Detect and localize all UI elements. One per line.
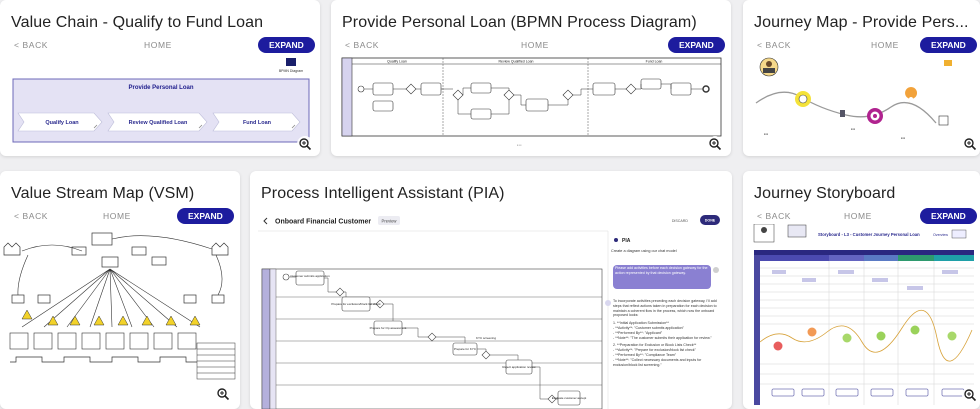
card-title: Journey Storyboard bbox=[754, 185, 896, 202]
zoom-icon[interactable] bbox=[962, 387, 978, 403]
expand-button[interactable]: EXPAND bbox=[177, 208, 234, 224]
bpmn-caption: BPMN Diagram bbox=[279, 69, 303, 73]
pia-discard-button: DISCARD bbox=[672, 219, 689, 223]
pia-task-label: KYC screening bbox=[476, 336, 496, 340]
card-title: Value Stream Map (VSM) bbox=[11, 185, 195, 202]
back-button[interactable]: < BACK bbox=[757, 211, 792, 221]
pia-panel-title: PIA bbox=[622, 238, 631, 244]
pia-reply-item: 2. **Preparation for Exclusion or Block … bbox=[613, 343, 697, 348]
pia-reply-item: - **Activity**: "Prepare for exclusion/b… bbox=[613, 348, 696, 353]
bpmn-thumbnail: Qualify Loan Review Qualified Loan Fund … bbox=[341, 57, 723, 154]
pia-reply-text: To incorporate activities preceding each… bbox=[613, 299, 717, 318]
pia-reply-item: - **Note**: "The customer submits their … bbox=[613, 335, 712, 340]
zoom-icon[interactable] bbox=[962, 136, 978, 152]
back-button[interactable]: < BACK bbox=[14, 40, 49, 50]
storyboard-overview-link: Overview bbox=[933, 233, 948, 237]
pia-task-label: Prepare for exclusion/block list check bbox=[331, 302, 381, 306]
pia-task-label: Prepare for KYC bbox=[454, 347, 477, 351]
value-chain-header: Provide Personal Loan bbox=[128, 85, 193, 91]
pia-reply-item: - **Performed By**: "Applicant" bbox=[613, 330, 663, 335]
home-button[interactable]: HOME bbox=[844, 211, 872, 221]
expand-button[interactable]: EXPAND bbox=[920, 37, 977, 53]
svg-text:■ ■: ■ ■ bbox=[901, 137, 905, 140]
svg-text:■ ■: ■ ■ bbox=[851, 128, 855, 131]
bpmn-diagram-icon bbox=[286, 58, 296, 66]
card-journey-map[interactable]: Journey Map - Provide Pers... < BACK HOM… bbox=[743, 0, 980, 156]
card-vsm[interactable]: Value Stream Map (VSM) < BACK HOME EXPAN… bbox=[0, 171, 240, 409]
pia-done-button: DONE bbox=[705, 219, 716, 223]
storyboard-title: Storyboard - L3 - Customer Journey Perso… bbox=[818, 232, 920, 237]
value-chain-step-1: Qualify Loan bbox=[45, 120, 79, 126]
svg-text:▪ ▪ ▪: ▪ ▪ ▪ bbox=[517, 143, 522, 147]
pia-thumbnail: Onboard Financial Customer Preview DISCA… bbox=[258, 209, 726, 409]
value-chain-step-3: Fund Loan bbox=[243, 120, 272, 126]
expand-button[interactable]: EXPAND bbox=[920, 208, 977, 224]
pia-task-label: Reject application review bbox=[502, 365, 536, 369]
svg-text:■ ■: ■ ■ bbox=[764, 133, 768, 136]
pia-reply-item: - **Note**: "Collect necessary documents… bbox=[613, 357, 702, 367]
card-bpmn[interactable]: Provide Personal Loan (BPMN Process Diag… bbox=[331, 0, 731, 156]
pia-user-message: Please add activities before each decisi… bbox=[615, 266, 708, 275]
back-button[interactable]: < BACK bbox=[14, 211, 49, 221]
pia-task-label: Prepare for Op assessment bbox=[370, 326, 407, 330]
home-button[interactable]: HOME bbox=[521, 40, 549, 50]
pia-diagram-title: Onboard Financial Customer bbox=[275, 219, 371, 226]
journey-map-thumbnail: ■ ■ ■ ■ ■ ■ bbox=[751, 55, 977, 153]
pia-task-label: Customer submits application bbox=[290, 274, 330, 278]
pia-reply-item: - **Activity**: "Customer submits applic… bbox=[613, 325, 684, 330]
expand-button[interactable]: EXPAND bbox=[258, 37, 315, 53]
home-button[interactable]: HOME bbox=[871, 40, 899, 50]
storyboard-thumbnail: Storyboard - L3 - Customer Journey Perso… bbox=[752, 224, 978, 407]
card-title: Value Chain - Qualify to Fund Loan bbox=[11, 14, 264, 31]
pia-reply-item: 1. **Initial Application Submission** bbox=[613, 321, 669, 326]
back-button[interactable]: < BACK bbox=[757, 40, 792, 50]
pia-task-label: Evaluate customer accept bbox=[552, 396, 587, 400]
value-chain-thumbnail: BPMN Diagram Provide Personal Loan Quali… bbox=[10, 58, 312, 153]
pia-preview-label: Preview bbox=[382, 218, 398, 223]
home-button[interactable]: HOME bbox=[144, 40, 172, 50]
card-title: Journey Map - Provide Pers... bbox=[754, 14, 969, 31]
home-button[interactable]: HOME bbox=[103, 211, 131, 221]
zoom-icon[interactable] bbox=[215, 386, 231, 402]
value-chain-step-2: Review Qualified Loan bbox=[129, 120, 188, 126]
card-title: Provide Personal Loan (BPMN Process Diag… bbox=[342, 14, 697, 31]
bpmn-lane-label: Fund Loan bbox=[646, 60, 663, 64]
vsm-thumbnail bbox=[2, 229, 238, 407]
zoom-icon[interactable] bbox=[707, 136, 723, 152]
back-button[interactable]: < BACK bbox=[345, 40, 380, 50]
bpmn-lane-label: Qualify Loan bbox=[387, 60, 407, 64]
card-title: Process Intelligent Assistant (PIA) bbox=[261, 185, 505, 202]
zoom-icon[interactable] bbox=[297, 136, 313, 152]
card-pia[interactable]: Process Intelligent Assistant (PIA) Onbo… bbox=[250, 171, 732, 409]
pia-reply-item: - **Performed By**: "Compliance Team" bbox=[613, 352, 677, 357]
bpmn-lane-label: Review Qualified Loan bbox=[498, 60, 533, 64]
card-value-chain[interactable]: Value Chain - Qualify to Fund Loan < BAC… bbox=[0, 0, 320, 156]
card-journey-storyboard[interactable]: Journey Storyboard < BACK HOME EXPAND St… bbox=[743, 171, 980, 409]
pia-intro-text: Create a diagram using our chat model bbox=[611, 249, 677, 253]
expand-button[interactable]: EXPAND bbox=[668, 37, 725, 53]
